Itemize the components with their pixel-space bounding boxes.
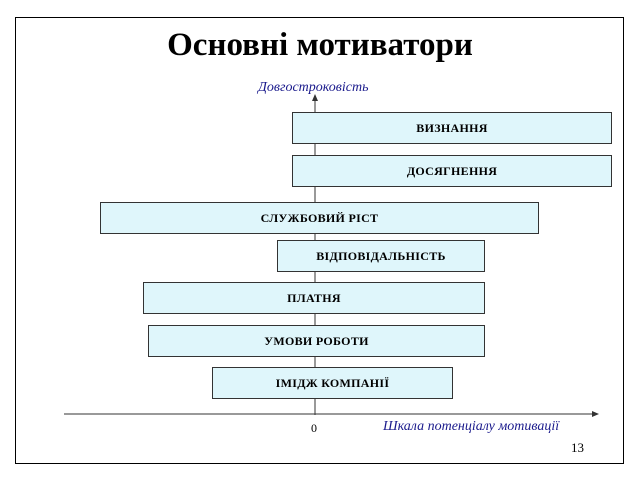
origin-zero-label: 0 (311, 421, 317, 435)
bar-achievement: ДОСЯГНЕННЯ (292, 155, 612, 187)
x-axis-label: Шкала потенціалу мотивації (383, 419, 560, 434)
bar-company-image: ІМІДЖ КОМПАНІЇ (212, 367, 453, 399)
y-axis-label: Довгостроковість (258, 80, 369, 95)
bar-responsibility: ВІДПОВІДАЛЬНІСТЬ (277, 240, 485, 272)
bar-career-growth: СЛУЖБОВИЙ РІСТ (100, 202, 539, 234)
slide-title: Основні мотиватори (167, 27, 473, 63)
bar-work-conditions: УМОВИ РОБОТИ (148, 325, 485, 357)
page-number: 13 (571, 440, 584, 455)
bar-recognition: ВИЗНАННЯ (292, 112, 612, 144)
slide-frame (15, 17, 624, 464)
bar-salary: ПЛАТНЯ (143, 282, 485, 314)
